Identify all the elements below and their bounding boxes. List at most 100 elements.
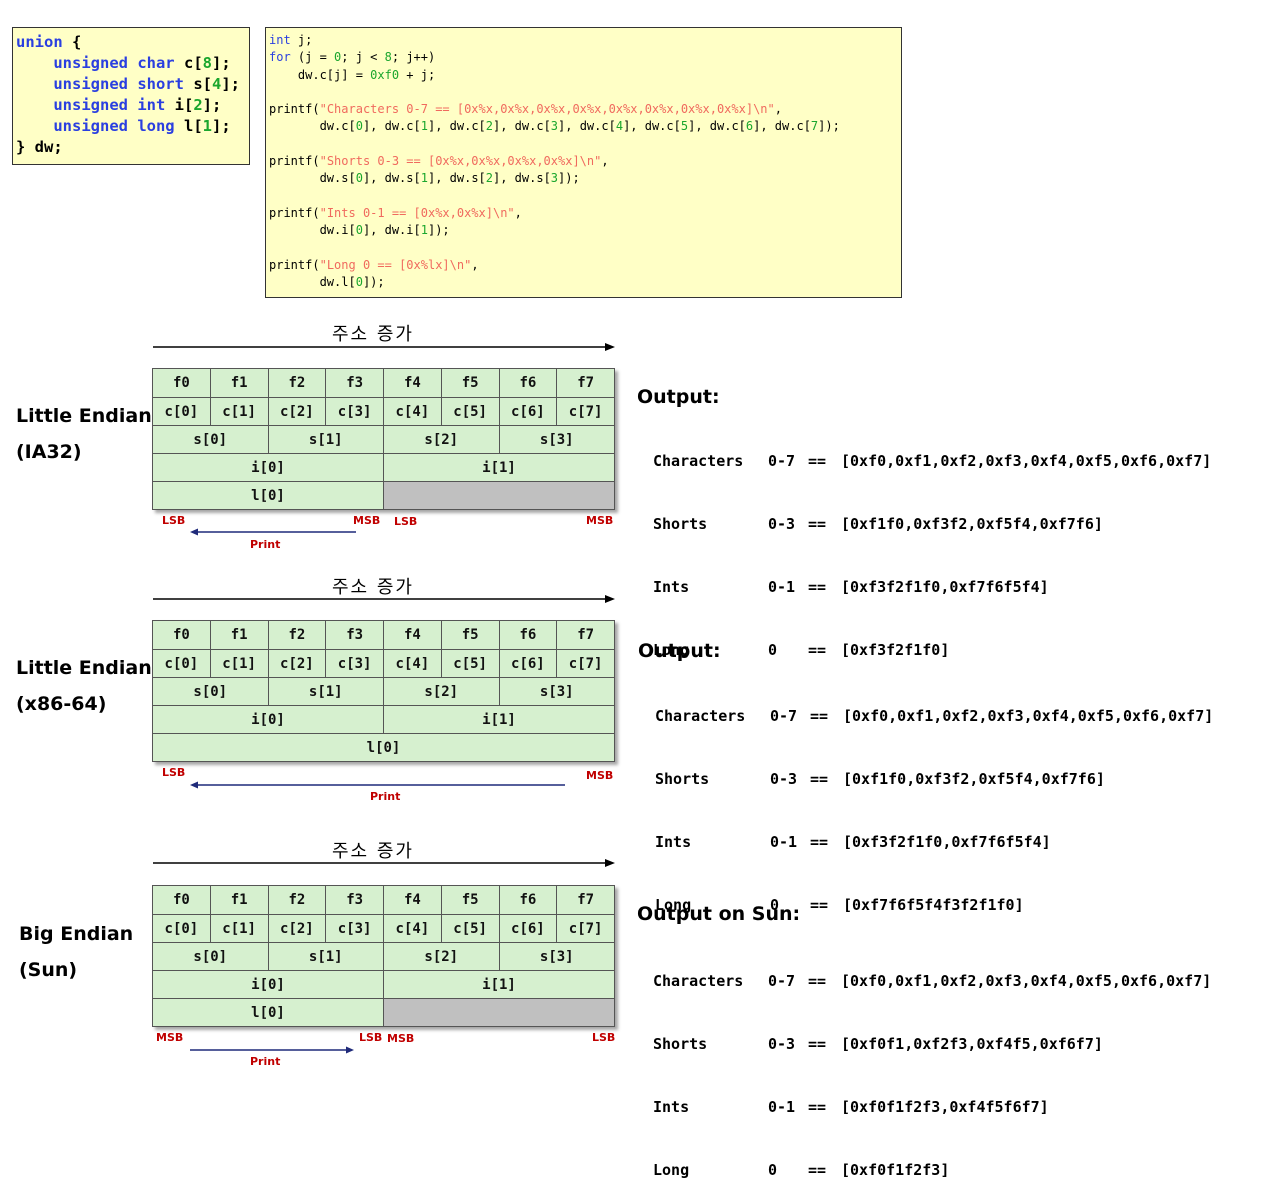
byte-cell: f1 xyxy=(209,886,268,914)
architecture: (Sun) xyxy=(19,959,78,981)
byte-cell: f6 xyxy=(498,886,557,914)
byte-cell: f7 xyxy=(556,621,614,649)
int-cell: i[0] xyxy=(251,711,285,728)
ints-row: i[0] i[1] xyxy=(153,453,614,481)
union-code-box: union { unsigned char c[8]; unsigned sho… xyxy=(12,27,250,165)
output-title: Output on Sun: xyxy=(637,903,801,925)
architecture: (IA32) xyxy=(16,441,82,463)
byte-cell: f4 xyxy=(383,886,441,914)
print-direction-arrow xyxy=(190,781,565,789)
section-title-ia32: Little Endian (IA32) xyxy=(16,398,152,470)
short-cell: s[2] xyxy=(383,943,499,970)
char-cell: c[6] xyxy=(498,650,557,677)
msb-label: MSB xyxy=(156,1031,184,1044)
char-cell: c[5] xyxy=(440,650,499,677)
int-cell: i[1] xyxy=(383,706,614,733)
byte-cell: f7 xyxy=(556,886,614,914)
int-cell: i[1] xyxy=(383,454,614,481)
byte-cell: f1 xyxy=(209,369,268,397)
print-label: Print xyxy=(250,538,281,551)
byte-cell: f2 xyxy=(267,369,326,397)
output-title: Output: xyxy=(638,640,721,662)
ints-row: i[0] i[1] xyxy=(153,705,614,733)
chars-row: c[0] c[1] c[2] c[3] c[4] c[5] c[6] c[7] xyxy=(153,397,614,425)
char-cell: c[7] xyxy=(556,650,614,677)
char-cell: c[1] xyxy=(209,915,268,942)
msb-label: MSB xyxy=(353,514,381,527)
section-title-x86-64: Little Endian (x86-64) xyxy=(16,650,152,722)
bytes-row: f0 f1 f2 f3 f4 f5 f6 f7 xyxy=(153,886,614,914)
short-cell: s[3] xyxy=(498,678,615,705)
char-cell: c[0] xyxy=(164,403,199,420)
char-cell: c[7] xyxy=(556,915,614,942)
lsb-label: LSB xyxy=(394,515,418,528)
memory-layout-sun: f0 f1 f2 f3 f4 f5 f6 f7 c[0] c[1] c[2] c… xyxy=(152,885,615,1027)
print-direction-arrow xyxy=(190,528,356,536)
char-cell: c[4] xyxy=(383,915,441,942)
address-increase-label: 주소 증가 xyxy=(332,324,414,345)
address-increase-arrow xyxy=(153,343,615,351)
unused-cell xyxy=(383,482,614,509)
shorts-row: s[0] s[1] s[2] s[3] xyxy=(153,425,614,453)
unused-cell xyxy=(383,999,614,1026)
byte-cell: f0 xyxy=(172,627,190,643)
char-cell: c[7] xyxy=(556,398,614,425)
char-cell: c[1] xyxy=(209,398,268,425)
byte-cell: f5 xyxy=(440,621,499,649)
int-cell: i[0] xyxy=(251,459,285,476)
lsb-label: LSB xyxy=(592,1031,616,1044)
char-cell: c[0] xyxy=(164,655,199,672)
printf-code-box: int j; for (j = 0; j < 8; j++) dw.c[j] =… xyxy=(265,27,902,298)
short-cell: s[2] xyxy=(383,426,499,453)
char-cell: c[5] xyxy=(440,915,499,942)
address-increase-arrow xyxy=(153,595,615,603)
byte-cell: f2 xyxy=(267,886,326,914)
bytes-row: f0 f1 f2 f3 f4 f5 f6 f7 xyxy=(153,621,614,649)
byte-cell: f5 xyxy=(440,369,499,397)
long-cell: l[0] xyxy=(366,739,401,756)
endian-type: Little Endian xyxy=(16,405,152,427)
address-increase-label: 주소 증가 xyxy=(332,841,414,862)
chars-row: c[0] c[1] c[2] c[3] c[4] c[5] c[6] c[7] xyxy=(153,914,614,942)
char-cell: c[1] xyxy=(209,650,268,677)
shorts-row: s[0] s[1] s[2] s[3] xyxy=(153,677,614,705)
char-cell: c[3] xyxy=(325,915,383,942)
byte-cell: f6 xyxy=(498,621,557,649)
char-cell: c[4] xyxy=(383,650,441,677)
byte-cell: f1 xyxy=(209,621,268,649)
shorts-row: s[0] s[1] s[2] s[3] xyxy=(153,942,614,970)
lsb-label: LSB xyxy=(162,514,186,527)
short-cell: s[2] xyxy=(383,678,499,705)
char-cell: c[2] xyxy=(267,650,326,677)
memory-layout-ia32: f0 f1 f2 f3 f4 f5 f6 f7 c[0] c[1] c[2] c… xyxy=(152,368,615,510)
address-increase-label: 주소 증가 xyxy=(332,577,414,598)
short-cell: s[0] xyxy=(193,683,228,700)
long-row: l[0] xyxy=(153,998,614,1026)
print-label: Print xyxy=(370,790,401,803)
endian-type: Little Endian xyxy=(16,657,152,679)
chars-row: c[0] c[1] c[2] c[3] c[4] c[5] c[6] c[7] xyxy=(153,649,614,677)
long-cell: l[0] xyxy=(251,487,285,504)
byte-cell: f4 xyxy=(383,621,441,649)
long-row: l[0] xyxy=(153,481,614,509)
byte-cell: f0 xyxy=(172,375,190,391)
memory-layout-x86-64: f0 f1 f2 f3 f4 f5 f6 f7 c[0] c[1] c[2] c… xyxy=(152,620,615,762)
print-label: Print xyxy=(250,1055,281,1068)
char-cell: c[0] xyxy=(164,920,199,937)
architecture: (x86-64) xyxy=(16,693,107,715)
char-cell: c[6] xyxy=(498,398,557,425)
msb-label: MSB xyxy=(387,1032,415,1045)
int-cell: i[0] xyxy=(251,976,285,993)
long-row: l[0] xyxy=(153,733,614,761)
int-cell: i[1] xyxy=(383,971,614,998)
